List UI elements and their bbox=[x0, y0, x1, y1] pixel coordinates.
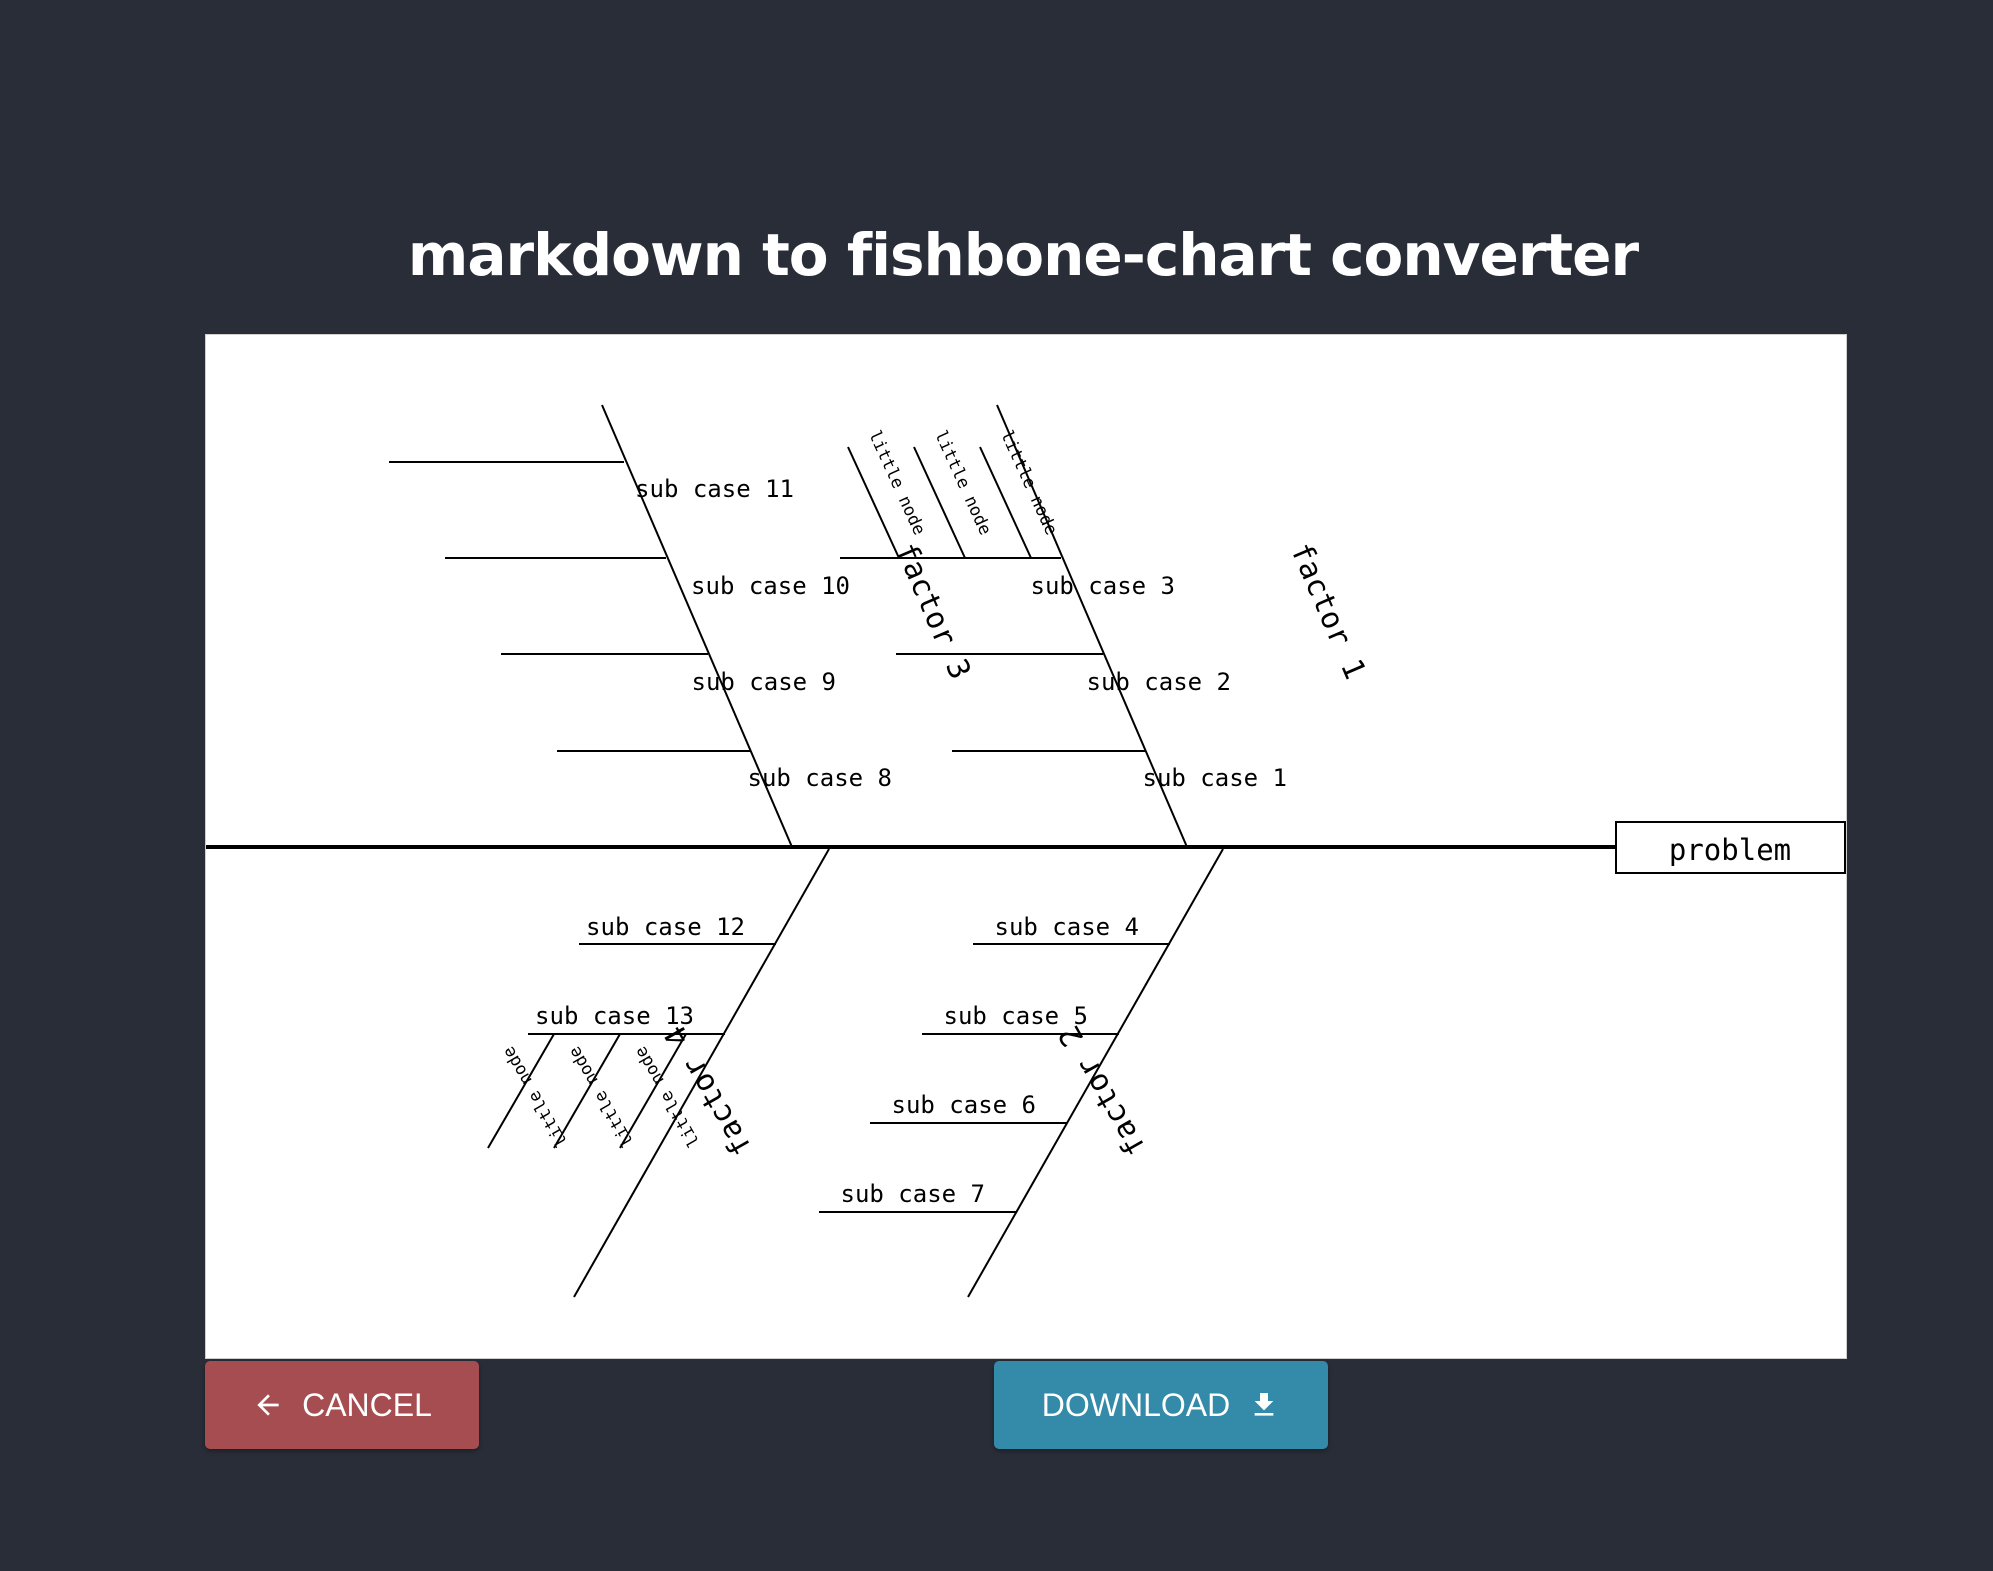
arrow-left-icon bbox=[252, 1389, 284, 1421]
subcase-label-11: sub case 11 bbox=[635, 475, 794, 503]
subcase-label-9: sub case 9 bbox=[692, 668, 837, 696]
factor-bone-1 bbox=[996, 404, 1188, 848]
factor-label-3: factor 3 bbox=[888, 538, 977, 685]
subcase-label-3: sub case 3 bbox=[1031, 572, 1176, 600]
factor-bone-3 bbox=[601, 404, 793, 848]
download-label: DOWNLOAD bbox=[1041, 1386, 1231, 1423]
little-node-line-4 bbox=[619, 1033, 687, 1149]
little-node-line-3 bbox=[847, 446, 900, 559]
little-node-line-5 bbox=[553, 1033, 621, 1149]
problem-label: problem bbox=[1669, 833, 1791, 867]
fishbone-svg: problem factor 1 sub case 1 sub case 2 s… bbox=[206, 404, 1846, 1298]
subcase-label-12: sub case 12 bbox=[586, 913, 745, 941]
download-icon bbox=[1248, 1389, 1280, 1421]
page-title: markdown to fishbone-chart converter bbox=[407, 221, 1639, 289]
subcase-label-2: sub case 2 bbox=[1087, 668, 1232, 696]
subcase-label-5: sub case 5 bbox=[944, 1002, 1089, 1030]
subcase-label-7: sub case 7 bbox=[841, 1180, 986, 1208]
problem-box bbox=[1615, 821, 1846, 874]
subcase-label-8: sub case 8 bbox=[748, 764, 893, 792]
factor-label-1: factor 1 bbox=[1283, 538, 1372, 685]
little-node-label-6: little node bbox=[499, 1043, 573, 1151]
factor-bone-4 bbox=[573, 848, 830, 1298]
little-node-label-1: little node bbox=[996, 428, 1061, 539]
little-node-label-3: little node bbox=[864, 428, 929, 539]
cancel-button[interactable]: CANCEL bbox=[205, 1361, 479, 1449]
subcase-label-6: sub case 6 bbox=[892, 1091, 1037, 1119]
subcase-label-1: sub case 1 bbox=[1143, 764, 1288, 792]
little-node-line-6 bbox=[487, 1033, 555, 1149]
subcase-label-13: sub case 13 bbox=[535, 1002, 694, 1030]
little-node-label-2: little node bbox=[930, 428, 995, 539]
subcase-label-4: sub case 4 bbox=[995, 913, 1140, 941]
download-button[interactable]: DOWNLOAD bbox=[994, 1361, 1328, 1449]
fishbone-chart: problem factor 1 sub case 1 sub case 2 s… bbox=[205, 334, 1847, 1359]
little-node-line-1 bbox=[979, 446, 1032, 559]
fishbone-lines bbox=[206, 404, 1615, 1298]
little-node-label-5: little node bbox=[565, 1043, 639, 1151]
subcase-label-10: sub case 10 bbox=[691, 572, 850, 600]
factor-bone-2 bbox=[967, 848, 1224, 1298]
factor-label-2: factor 2 bbox=[1052, 1019, 1154, 1162]
cancel-label: CANCEL bbox=[302, 1386, 432, 1423]
little-node-line-2 bbox=[913, 446, 966, 559]
